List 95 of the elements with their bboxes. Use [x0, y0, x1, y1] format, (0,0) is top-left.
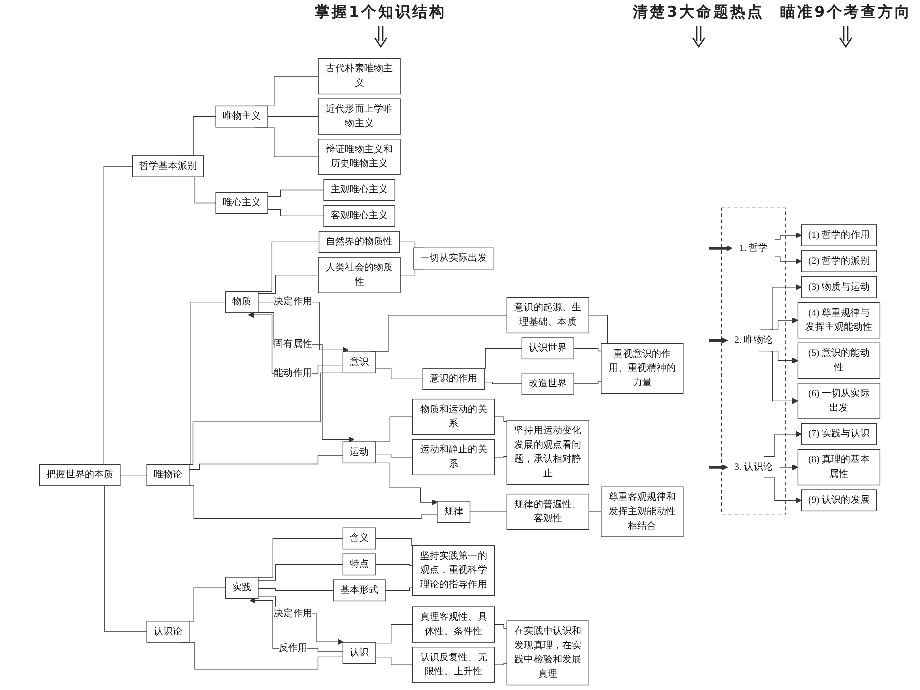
node-box: 一切从实际出发 [413, 248, 494, 270]
node-box: 近代形而上学唯物主义 [318, 98, 401, 135]
node-box: 坚持实践第一的观点，重视科学理论的指导作用 [412, 546, 496, 596]
connector [376, 656, 414, 666]
connector [376, 624, 414, 644]
connector [494, 456, 508, 458]
arrow [770, 318, 798, 330]
connector [376, 564, 414, 566]
connector [189, 455, 344, 470]
node-box: 意识的起源、生理基础、本质 [506, 297, 590, 334]
node-box: 唯心主义 [216, 192, 268, 214]
node-box: 认识反复性、无限性、上升性 [412, 647, 496, 684]
node-box: 真理客观性、具体性、条件性 [412, 606, 496, 643]
node-text: 3. 认识论 [734, 462, 773, 473]
arrow [258, 302, 349, 354]
arrow [258, 596, 344, 646]
arrow [774, 256, 802, 264]
arrow [770, 350, 798, 364]
arrow [709, 246, 733, 252]
connector [494, 416, 508, 422]
connector [574, 348, 602, 352]
connector [120, 475, 148, 476]
node-box: 坚持用运动变化发展的观点看问题，承认相对静止 [506, 420, 590, 486]
node-box: 辩证唯物主义和历史唯物主义 [318, 139, 401, 176]
node-box: 意识 [342, 352, 376, 374]
node-box: 古代朴素唯物主义 [318, 58, 401, 95]
connector [268, 190, 324, 197]
node-box: 重视意识的作用、重视精神的力量 [601, 343, 684, 394]
edge-label: 决定作用 [274, 297, 312, 308]
node-box: (3) 物质与运动 [801, 276, 878, 298]
connector [385, 588, 414, 591]
edge-label: 固有属性 [274, 339, 312, 350]
node-box: 意识的作用 [422, 368, 485, 390]
node-box: 客观唯心主义 [324, 205, 396, 228]
node-box: 认识论 [146, 621, 190, 643]
connector [494, 624, 508, 629]
connector [494, 663, 508, 666]
connector [258, 564, 344, 581]
node-box: 认识世界 [522, 338, 574, 360]
column-heading: 清楚3大命题热点 [633, 3, 765, 22]
connector [376, 454, 414, 458]
node-box: (7) 实践与认识 [801, 423, 878, 446]
node-box: 含义 [342, 528, 376, 550]
node-box: 规律 [437, 501, 471, 523]
node-box: 主观唯心主义 [324, 179, 396, 202]
connector [268, 209, 324, 217]
edge-label: 反作用 [278, 643, 308, 654]
node-box: (9) 认识的发展 [801, 490, 878, 512]
arrow [248, 312, 344, 374]
connector [574, 382, 602, 384]
arrow [774, 232, 802, 240]
connector [258, 274, 319, 294]
node-text: 2. 唯物论 [734, 336, 773, 346]
connector [376, 368, 424, 380]
node-box: 尊重客观规律和发挥主观能动性相结合 [601, 486, 684, 538]
arrow [709, 464, 728, 470]
arrow [764, 478, 802, 504]
arrow [764, 431, 802, 458]
edge-label: 决定作用 [274, 608, 312, 620]
arrow [759, 350, 798, 404]
arrow [709, 338, 728, 344]
node-box: (8) 真理的基本属性 [798, 449, 881, 486]
arrow [250, 598, 344, 652]
node-box: 认识 [342, 642, 376, 664]
node-box: 哲学基本派别 [132, 156, 204, 178]
node-box: 自然界的物质性 [318, 231, 400, 254]
column-heading: 掌握1个知识结构 [315, 3, 446, 22]
connector [268, 116, 319, 118]
node-box: (2) 哲学的派别 [801, 250, 878, 272]
node-box: 运动和静止的关系 [412, 439, 496, 476]
node-box: (1) 哲学的作用 [801, 224, 878, 246]
node-box: 规律的普遍性、客观性 [506, 494, 590, 530]
node-box: 改造世界 [522, 373, 574, 395]
column-heading: 瞄准9个考查方向 [780, 3, 912, 22]
node-box: 唯物主义 [216, 106, 268, 128]
node-box: 实践 [225, 577, 259, 599]
node-box: 唯物论 [146, 464, 190, 486]
arrow [760, 284, 802, 330]
node-box: 物质 [225, 291, 259, 314]
node-box: 运动 [342, 442, 376, 464]
node-box: 在实践中认识和发现真理，在实践中检验和发展真理 [506, 620, 590, 686]
node-box: (4) 尊重规律与发挥主观能动性 [798, 302, 881, 339]
node-box: 基本形式 [333, 580, 386, 602]
node-box: 特点 [342, 554, 376, 576]
arrow [779, 464, 798, 470]
node-box: 人类社会的物质性 [318, 257, 401, 294]
cluster [721, 208, 786, 515]
connector [258, 588, 334, 591]
connector [484, 382, 523, 384]
node-text: 1. 哲学 [739, 243, 768, 254]
node-box: (5) 意识的能动性 [798, 342, 881, 379]
node-box: 物质和运动的关系 [412, 398, 496, 436]
edge-label: 能动作用 [274, 368, 312, 379]
node-box: (6) 一切从实际出发 [798, 383, 881, 420]
node-box: 把握世界的本质 [39, 464, 121, 486]
